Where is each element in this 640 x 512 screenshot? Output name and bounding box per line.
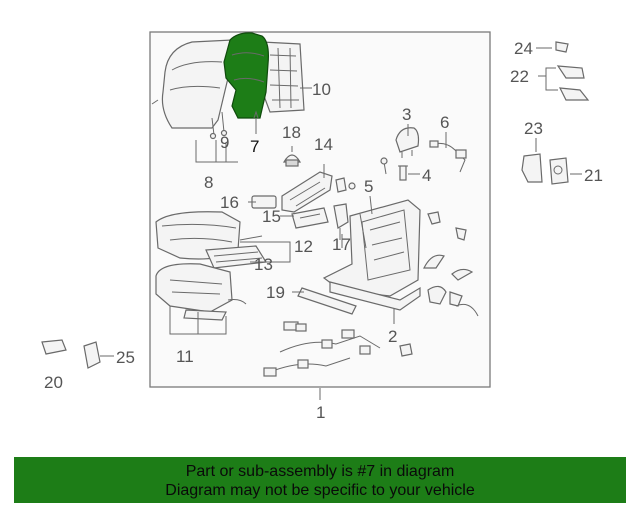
banner-line-disclaimer: Diagram may not be specific to your vehi… (165, 482, 475, 499)
headrest[interactable] (395, 127, 420, 158)
callout-19: 19 (266, 283, 285, 302)
frame-brackets[interactable] (423, 211, 479, 317)
callout-23: 23 (524, 119, 543, 138)
callout-4: 4 (422, 166, 431, 185)
callout-3: 3 (402, 105, 411, 124)
recliner-cover-23[interactable] (521, 153, 543, 183)
power-seat-switch[interactable] (291, 207, 329, 229)
adjust-knob[interactable] (282, 154, 302, 167)
callout-7: 7 (250, 137, 259, 156)
callout-8: 8 (204, 173, 213, 192)
wire-harness-lower[interactable] (263, 321, 413, 377)
callout-15: 15 (262, 207, 281, 226)
callout-13: 13 (254, 255, 273, 274)
callout-5: 5 (364, 177, 373, 196)
hinge-cover-22[interactable] (556, 65, 590, 101)
callout-6: 6 (440, 113, 449, 132)
callout-labels: 1 2 3 4 5 6 7 8 9 10 11 12 13 14 15 16 1… (44, 39, 603, 422)
side-shield-trim[interactable] (281, 171, 356, 213)
callout-18: 18 (282, 123, 301, 142)
callout-10: 10 (312, 80, 331, 99)
callout-17: 17 (332, 235, 351, 254)
callout-2: 2 (388, 327, 397, 346)
cover-clips[interactable] (209, 111, 228, 140)
callout-22: 22 (510, 67, 529, 86)
callout-25: 25 (116, 348, 135, 367)
wire-harness-upper[interactable] (429, 140, 467, 173)
seat-cushion-pad[interactable] (155, 263, 247, 321)
bracket-25[interactable] (83, 341, 101, 369)
callout-12: 12 (294, 237, 313, 256)
leader-lines (100, 47, 582, 400)
callout-11: 11 (176, 347, 194, 366)
parts-diagram: 1 2 3 4 5 6 7 8 9 10 11 12 13 14 15 16 1… (41, 31, 603, 422)
seat-back-pad-highlighted[interactable] (223, 32, 269, 119)
clip-24[interactable] (555, 41, 569, 53)
bolt[interactable] (398, 165, 408, 181)
callout-20: 20 (44, 373, 63, 392)
callout-24: 24 (514, 39, 533, 58)
screw[interactable] (380, 157, 388, 175)
callout-9: 9 (220, 133, 229, 152)
callout-16: 16 (220, 193, 239, 212)
cover-20[interactable] (41, 339, 67, 355)
seat-cushion-cover[interactable] (155, 211, 241, 260)
callout-1: 1 (316, 403, 325, 422)
banner-line-part-number: Part or sub-assembly is #7 in diagram (185, 463, 455, 480)
callout-14: 14 (314, 135, 333, 154)
recliner-knob-21[interactable] (549, 157, 569, 185)
callout-21: 21 (584, 166, 603, 185)
seat-frame[interactable] (322, 199, 421, 311)
seat-rail-cover[interactable] (297, 287, 357, 315)
seat-back-cover[interactable] (151, 39, 233, 129)
switch-bracket[interactable] (333, 203, 349, 240)
info-banner: Part or sub-assembly is #7 in diagram Di… (14, 457, 626, 503)
